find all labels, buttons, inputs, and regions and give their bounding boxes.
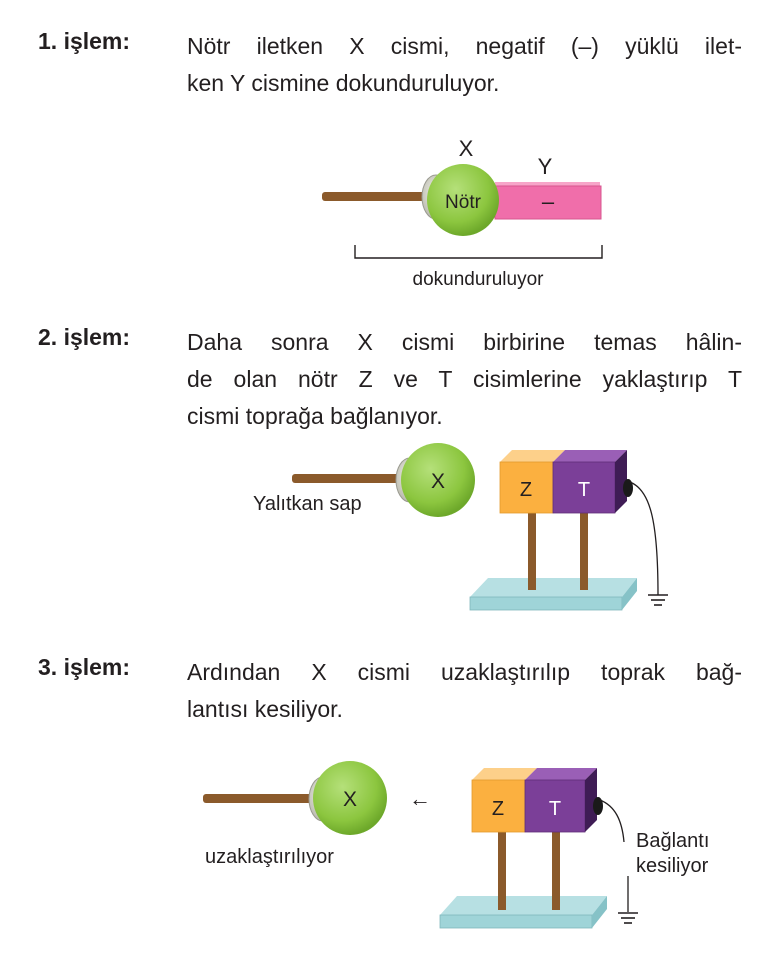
ground-base-top-3	[440, 896, 607, 915]
ground-base-2	[469, 596, 623, 611]
z-box-2	[499, 461, 554, 514]
leg-z-3	[498, 830, 506, 910]
z-box-top-3	[472, 768, 537, 780]
step-3-line-2: lantısı kesiliyor.	[187, 696, 343, 722]
moving-label: uzaklaştırılıyor	[205, 846, 334, 868]
step-2-line-2: de olan nötr Z ve T cisimlerine yaklaştı…	[187, 366, 742, 392]
sphere-x-2	[401, 443, 475, 517]
t-box-top-2	[553, 450, 627, 462]
ground-base-top-2	[470, 578, 637, 597]
insulating-rod-2	[292, 474, 407, 483]
sphere-x-1-text: Nötr	[445, 192, 482, 213]
ground-contact-2	[623, 479, 633, 497]
cut-label-line-1: Bağlantı	[636, 830, 709, 852]
move-arrow: ←	[409, 786, 431, 811]
step-2-line-3: cismi toprağa bağlanıyor.	[187, 403, 443, 429]
z-box-top-2	[500, 450, 565, 462]
step-2-line-1: Daha sonra X cismi birbirine temas hâlin…	[187, 329, 742, 355]
t-box-2	[552, 461, 616, 514]
leg-z-2	[528, 510, 536, 590]
step-2-text: Daha sonra X cismi birbirine temas hâlin…	[187, 324, 742, 435]
t-box-side-2	[615, 450, 627, 513]
ground-symbol-2	[648, 594, 668, 606]
ground-contact-3	[593, 797, 603, 815]
t-box-top-3	[525, 768, 597, 780]
z-box-3	[471, 779, 526, 833]
insulating-rod-1	[322, 192, 430, 201]
y-label-1: Y	[538, 154, 553, 179]
touch-bracket	[354, 245, 603, 259]
handle-label: Yalıtkan sap	[253, 493, 362, 515]
leg-t-2	[580, 510, 588, 590]
t-box-side-3	[585, 768, 597, 832]
step-3-line-1: Ardından X cismi uzaklaştırılıp toprak b…	[187, 659, 742, 685]
ground-symbol-3	[618, 912, 638, 924]
diagram-2: X Yalıtkan sap Z T	[253, 443, 668, 611]
t-label-3: T	[549, 798, 561, 820]
ground-wire	[629, 481, 659, 596]
sphere-x-3	[313, 761, 387, 835]
sphere-x-1	[427, 164, 499, 236]
sphere-x-3-text: X	[343, 788, 357, 811]
step-1-label: 1. işlem:	[38, 28, 131, 54]
step-1-line-2: ken Y cismine dokunduruluyor.	[187, 70, 500, 96]
diagram-1: – Nötr X Y dokunduruluyor	[322, 136, 603, 290]
step-3-text: Ardından X cismi uzaklaştırılıp toprak b…	[187, 654, 742, 728]
ground-base-3	[439, 914, 593, 929]
diagram-3: X ← uzaklaştırılıyor Z T Bağlantı kesili…	[203, 761, 709, 929]
cut-label-line-2: kesiliyor	[636, 855, 709, 877]
sphere-x-2-text: X	[431, 470, 445, 493]
cut-wire-upper	[599, 799, 625, 843]
step-2-label: 2. işlem:	[38, 324, 131, 350]
t-label-2: T	[578, 479, 590, 501]
t-box-3	[524, 779, 586, 833]
insulating-rod-3	[203, 794, 320, 803]
z-label-3: Z	[492, 798, 504, 820]
bracket-label: dokunduruluyor	[413, 269, 545, 290]
ground-base-side-3	[592, 896, 607, 928]
leg-t-3	[552, 830, 560, 910]
y-box-charge: –	[542, 189, 555, 214]
z-label-2: Z	[520, 479, 532, 501]
step-1-line-1: Nötr iletken X cismi, negatif (–) yüklü …	[187, 33, 742, 59]
x-label-1: X	[459, 136, 474, 161]
step-1-text: Nötr iletken X cismi, negatif (–) yüklü …	[187, 28, 742, 102]
ground-base-side-2	[622, 578, 637, 610]
step-3-label: 3. işlem:	[38, 654, 131, 680]
